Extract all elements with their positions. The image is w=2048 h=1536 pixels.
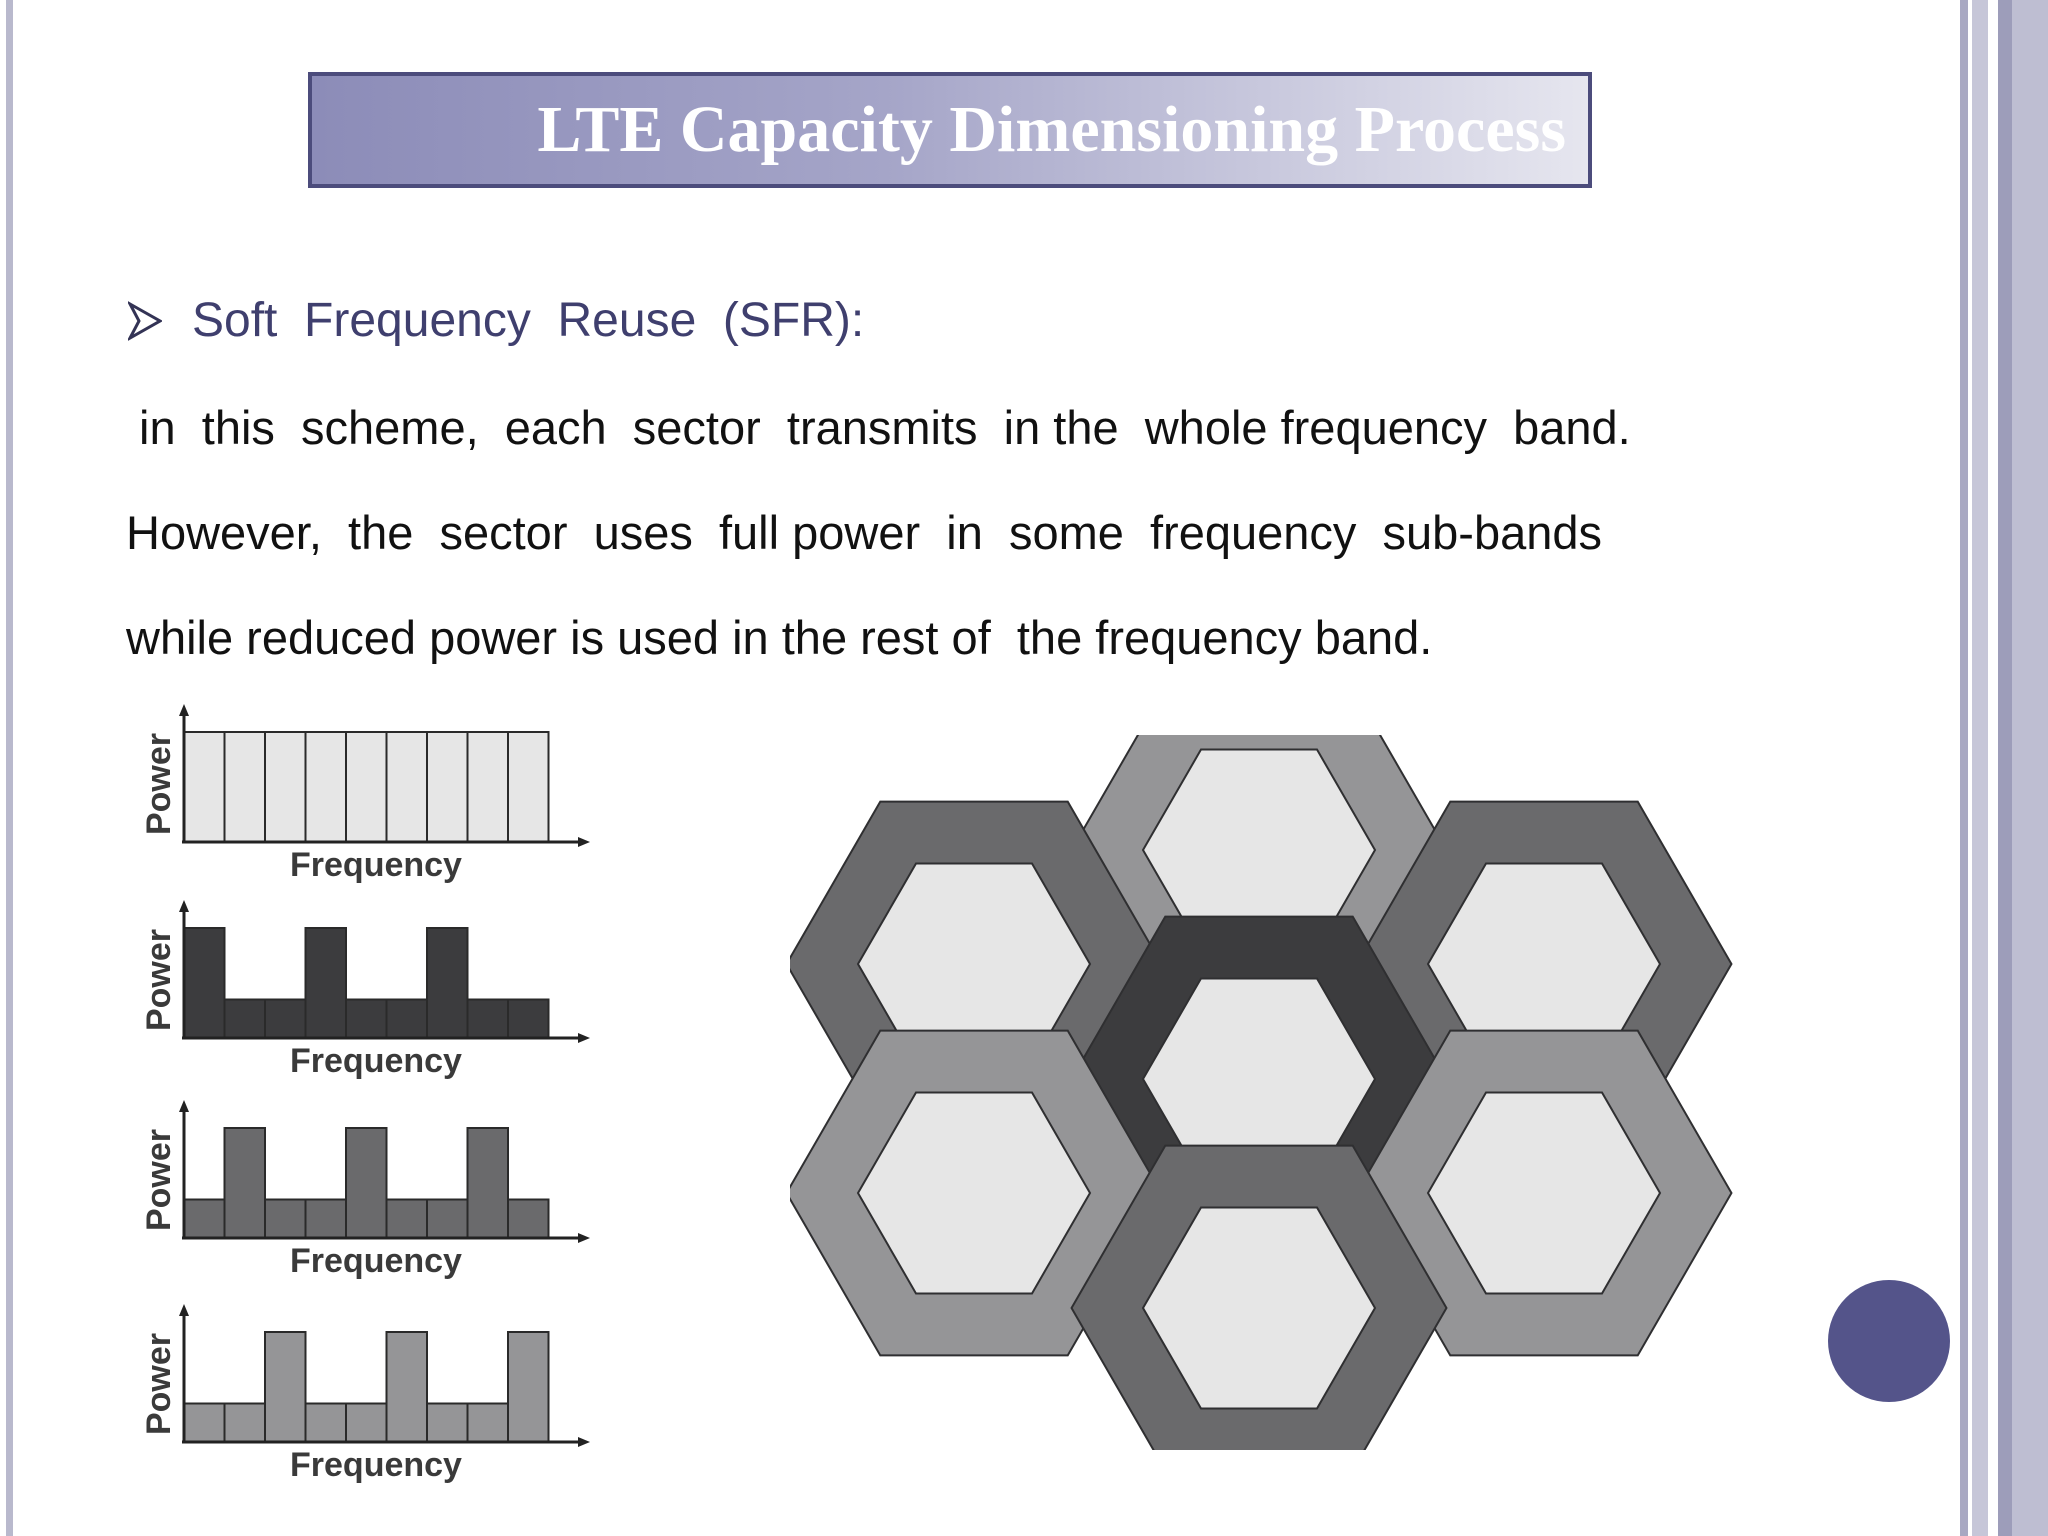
axis-arrow-icon bbox=[578, 837, 590, 847]
axis-arrow-icon bbox=[578, 1437, 590, 1447]
power-bar bbox=[426, 1198, 469, 1239]
power-bar bbox=[264, 1331, 307, 1443]
power-bar bbox=[223, 1127, 266, 1239]
bullet-heading: Soft Frequency Reuse (SFR): bbox=[192, 294, 865, 347]
paragraph-line-3: while reduced power is used in the rest … bbox=[126, 611, 1433, 664]
power-axis-label: Power bbox=[140, 929, 178, 1031]
frequency-axis-label: Frequency bbox=[290, 1042, 462, 1080]
axis-arrow-icon bbox=[578, 1233, 590, 1243]
power-bar bbox=[183, 1198, 226, 1239]
power-bar bbox=[345, 998, 388, 1039]
power-bar bbox=[223, 1402, 266, 1443]
power-bar bbox=[304, 927, 347, 1039]
power-bar bbox=[385, 1198, 428, 1239]
power-bar bbox=[264, 731, 307, 843]
hex-cell-bottom bbox=[1070, 1144, 1448, 1450]
bullet-item: Soft Frequency Reuse (SFR): bbox=[128, 293, 864, 348]
axis-arrow-icon bbox=[578, 1033, 590, 1043]
power-bar bbox=[507, 998, 550, 1039]
power-bar bbox=[304, 731, 347, 843]
power-bar bbox=[223, 998, 266, 1039]
power-bar bbox=[183, 731, 226, 843]
power-bar bbox=[507, 731, 550, 843]
power-bar bbox=[345, 731, 388, 843]
axis-arrow-icon bbox=[179, 900, 189, 912]
power-axis-label: Power bbox=[140, 1333, 178, 1435]
power-bar bbox=[183, 927, 226, 1039]
power-bar bbox=[223, 731, 266, 843]
power-bar bbox=[345, 1127, 388, 1239]
hex-inner-area bbox=[1141, 1206, 1377, 1410]
power-bar bbox=[426, 927, 469, 1039]
hex-cell-lower-left bbox=[790, 1029, 1163, 1357]
axis-arrow-icon bbox=[179, 704, 189, 716]
hex-cell-lower-right bbox=[1355, 1029, 1733, 1357]
power-bar bbox=[426, 1402, 469, 1443]
frequency-axis-label: Frequency bbox=[290, 1242, 462, 1280]
power-bar bbox=[466, 731, 509, 843]
power-bar bbox=[466, 1127, 509, 1239]
left-border-rule bbox=[6, 0, 13, 1536]
power-bar bbox=[304, 1402, 347, 1443]
power-bar bbox=[304, 1198, 347, 1239]
hexagonal-cell-layout bbox=[790, 735, 1733, 1450]
power-bar bbox=[507, 1331, 550, 1443]
hex-inner-area bbox=[1426, 1091, 1662, 1295]
right-border-rails bbox=[1960, 0, 2048, 1536]
power-bar bbox=[426, 731, 469, 843]
power-axis-label: Power bbox=[140, 733, 178, 835]
power-bar bbox=[466, 998, 509, 1039]
paragraph-line-1: in this scheme, each sector transmits in… bbox=[126, 401, 1631, 454]
frequency-axis-label: Frequency bbox=[290, 846, 462, 884]
paragraph-line-2: However, the sector uses full power in s… bbox=[126, 506, 1603, 559]
spectrum-panels-figure: PowerFrequencyPowerFrequencyPowerFrequen… bbox=[140, 704, 590, 1484]
power-bar bbox=[385, 731, 428, 843]
power-axis-label: Power bbox=[140, 1129, 178, 1231]
axis-arrow-icon bbox=[179, 1100, 189, 1112]
power-bar bbox=[264, 1198, 307, 1239]
hex-inner-area bbox=[856, 1091, 1092, 1295]
power-bar bbox=[345, 1402, 388, 1443]
power-bar bbox=[183, 1402, 226, 1443]
arrow-bullet-icon bbox=[128, 300, 162, 341]
slide-title-box: LTE Capacity Dimensioning Process bbox=[308, 72, 1592, 188]
frequency-axis-label: Frequency bbox=[290, 1446, 462, 1484]
axis-arrow-icon bbox=[179, 1304, 189, 1316]
slide-title: LTE Capacity Dimensioning Process bbox=[537, 93, 1566, 166]
power-bar bbox=[264, 998, 307, 1039]
slide-corner-circle bbox=[1828, 1280, 1950, 1402]
power-bar bbox=[466, 1402, 509, 1443]
power-bar bbox=[385, 1331, 428, 1443]
power-bar bbox=[507, 1198, 550, 1239]
power-bar bbox=[385, 998, 428, 1039]
